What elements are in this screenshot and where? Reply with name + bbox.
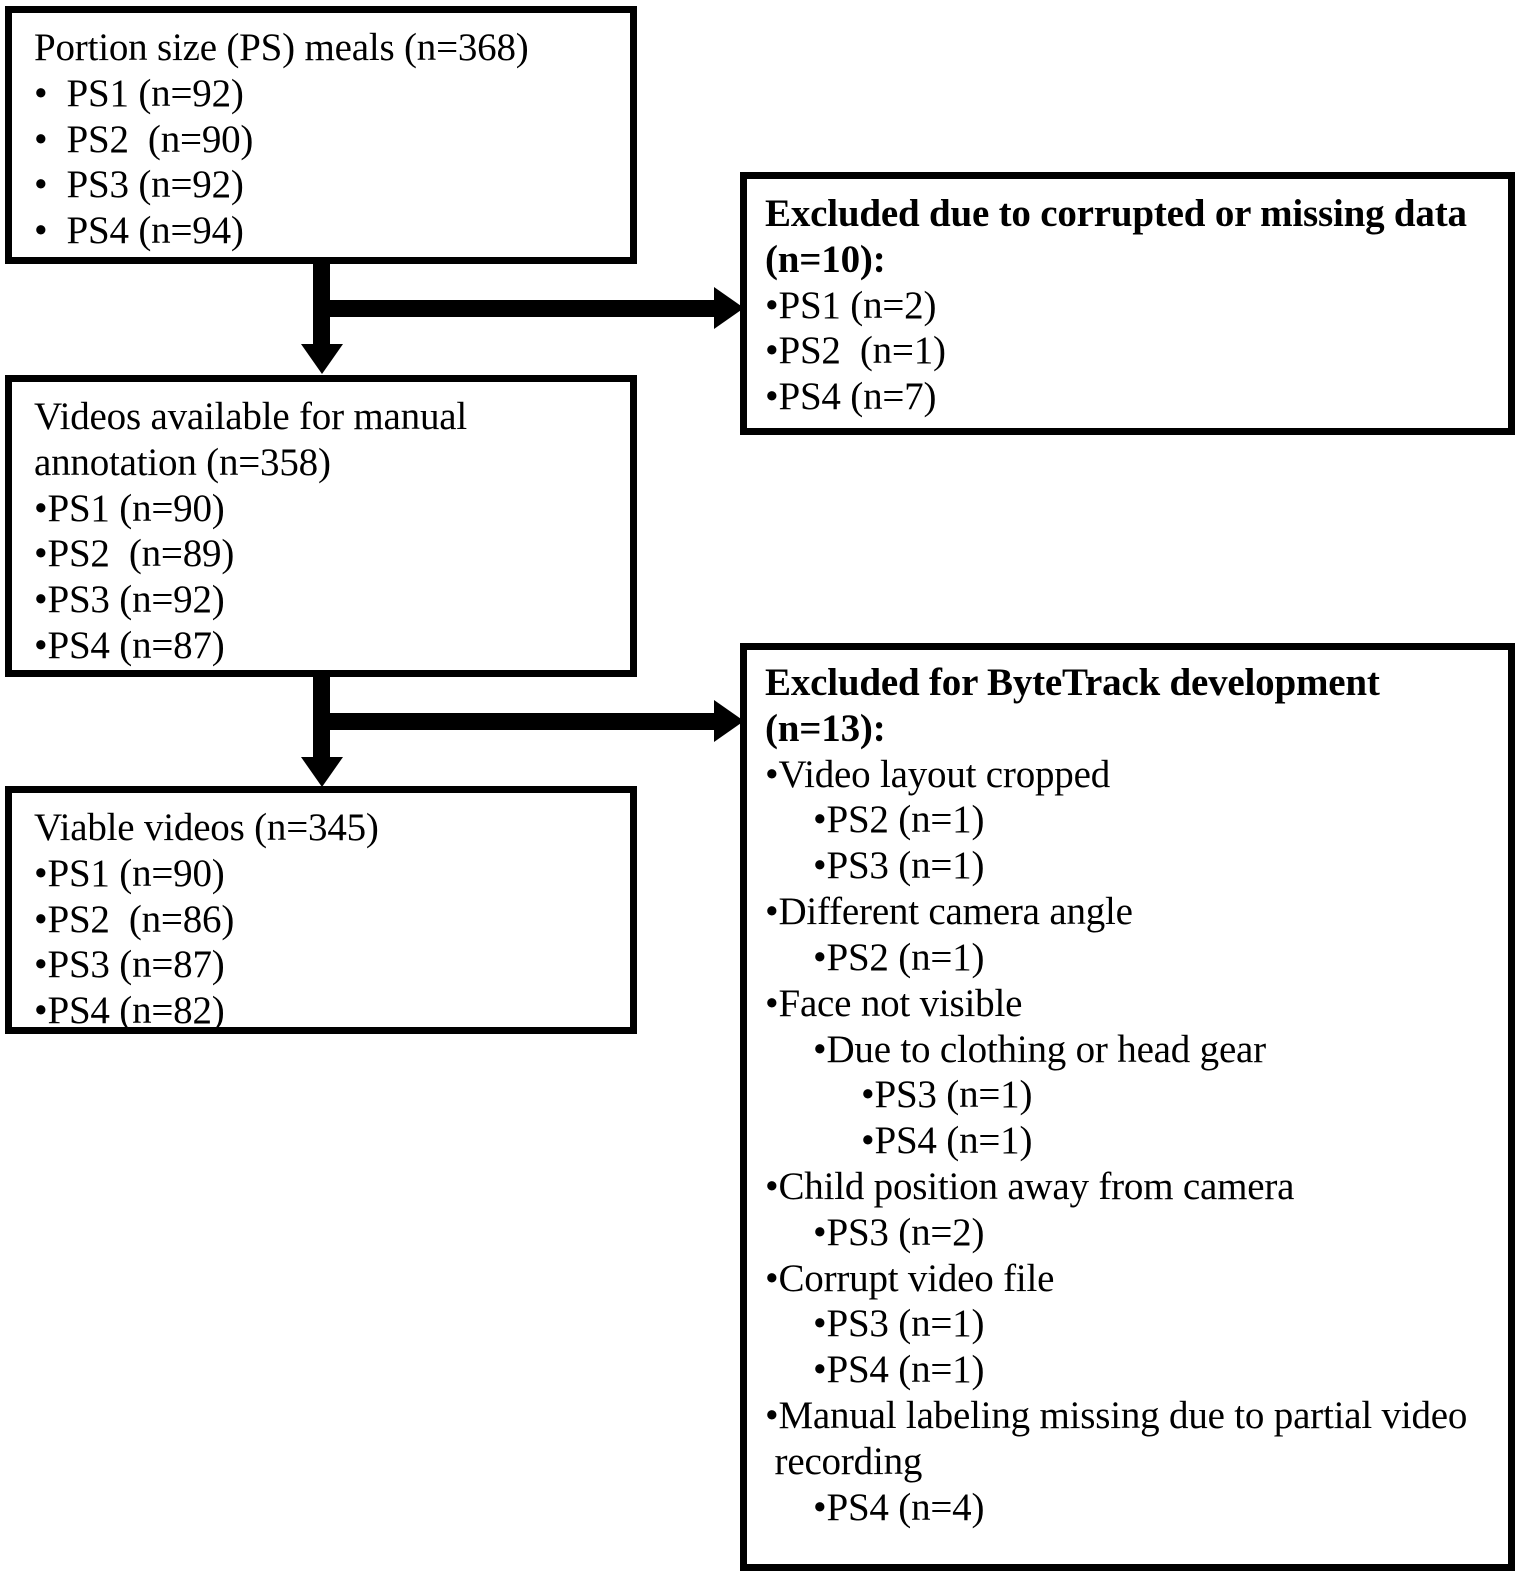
connector-horizontal-portion-to-excluded1 — [322, 300, 720, 317]
list-item: •PS2 (n=1) — [813, 935, 985, 979]
box-excluded-corrupted-missing: Excluded due to corrupted or missing dat… — [740, 172, 1515, 435]
box-videos-available-heading-line2: annotation (n=358) — [34, 440, 331, 484]
list-item: •Face not visible — [765, 981, 1023, 1025]
list-item: • PS2 (n=90) — [34, 117, 254, 161]
box-excluded-corrupted-missing-content: Excluded due to corrupted or missing dat… — [747, 179, 1508, 428]
box-portion-size-meals-content: Portion size (PS) meals (n=368) • PS1 (n… — [12, 13, 630, 262]
list-item: •Corrupt video file — [765, 1256, 1055, 1300]
box-excluded-bytetrack-heading-line1: Excluded for ByteTrack development — [765, 661, 1380, 704]
list-item: • PS4 (n=94) — [34, 209, 244, 253]
list-item: •PS3 (n=1) — [813, 1302, 985, 1346]
arrow-down-portion-to-videos — [301, 344, 343, 374]
list-item: •PS2 (n=1) — [813, 798, 985, 842]
list-item: •PS3 (n=92) — [34, 578, 225, 622]
list-item: •PS4 (n=7) — [765, 375, 937, 419]
connector-vertical-portion-to-videos — [313, 264, 330, 344]
box-portion-size-meals: Portion size (PS) meals (n=368) • PS1 (n… — [5, 6, 637, 264]
list-item: •Due to clothing or head gear — [813, 1027, 1266, 1071]
list-item: •PS3 (n=1) — [813, 844, 985, 888]
list-item: •PS2 (n=1) — [765, 329, 946, 373]
arrow-right-videos-to-excluded2 — [714, 700, 744, 742]
list-item: •PS4 (n=87) — [34, 624, 225, 668]
list-item: •PS4 (n=1) — [813, 1348, 985, 1392]
list-item: •PS2 (n=89) — [34, 532, 235, 576]
list-item: •PS3 (n=1) — [861, 1073, 1033, 1117]
box-portion-size-meals-heading: Portion size (PS) meals (n=368) — [34, 26, 529, 69]
list-item: •Video layout cropped — [765, 752, 1111, 796]
box-excluded-bytetrack-development-content: Excluded for ByteTrack development (n=13… — [747, 650, 1508, 1538]
list-item: •Child position away from camera — [765, 1164, 1295, 1208]
list-item: •PS4 (n=82) — [34, 989, 225, 1033]
box-viable-videos: Viable videos (n=345) •PS1 (n=90) •PS2 (… — [5, 786, 637, 1034]
list-item: •PS1 (n=90) — [34, 486, 225, 530]
list-item: •PS4 (n=4) — [813, 1485, 985, 1529]
box-videos-available-manual-annotation-content: Videos available for manual annotation (… — [12, 382, 630, 677]
list-item: •Different camera angle — [765, 890, 1133, 934]
box-excluded-corrupted-missing-heading-line1: Excluded due to corrupted or missing dat… — [765, 192, 1467, 235]
box-excluded-bytetrack-development: Excluded for ByteTrack development (n=13… — [740, 643, 1515, 1571]
list-item: •PS1 (n=90) — [34, 851, 225, 895]
list-item: •PS3 (n=87) — [34, 943, 225, 987]
box-videos-available-heading-line1: Videos available for manual — [34, 395, 468, 438]
box-viable-videos-heading: Viable videos (n=345) — [34, 806, 379, 849]
box-excluded-bytetrack-heading-line2: (n=13): — [765, 706, 886, 750]
box-viable-videos-content: Viable videos (n=345) •PS1 (n=90) •PS2 (… — [12, 793, 630, 1042]
list-item: •PS4 (n=1) — [861, 1119, 1033, 1163]
list-item: •Manual labeling missing due to partial … — [765, 1394, 1468, 1437]
list-item: •PS1 (n=2) — [765, 283, 937, 327]
arrow-right-portion-to-excluded1 — [714, 287, 744, 329]
list-item: •PS2 (n=86) — [34, 897, 235, 941]
box-videos-available-manual-annotation: Videos available for manual annotation (… — [5, 375, 637, 677]
arrow-down-videos-to-viable — [301, 757, 343, 787]
list-item: • PS3 (n=92) — [34, 163, 244, 207]
list-item: •PS3 (n=2) — [813, 1210, 985, 1254]
box-excluded-corrupted-missing-heading-line2: (n=10): — [765, 237, 886, 281]
list-item-continuation: recording — [765, 1439, 923, 1483]
connector-vertical-videos-to-viable — [313, 677, 330, 757]
list-item: • PS1 (n=92) — [34, 71, 244, 115]
connector-horizontal-videos-to-excluded2 — [322, 713, 720, 730]
